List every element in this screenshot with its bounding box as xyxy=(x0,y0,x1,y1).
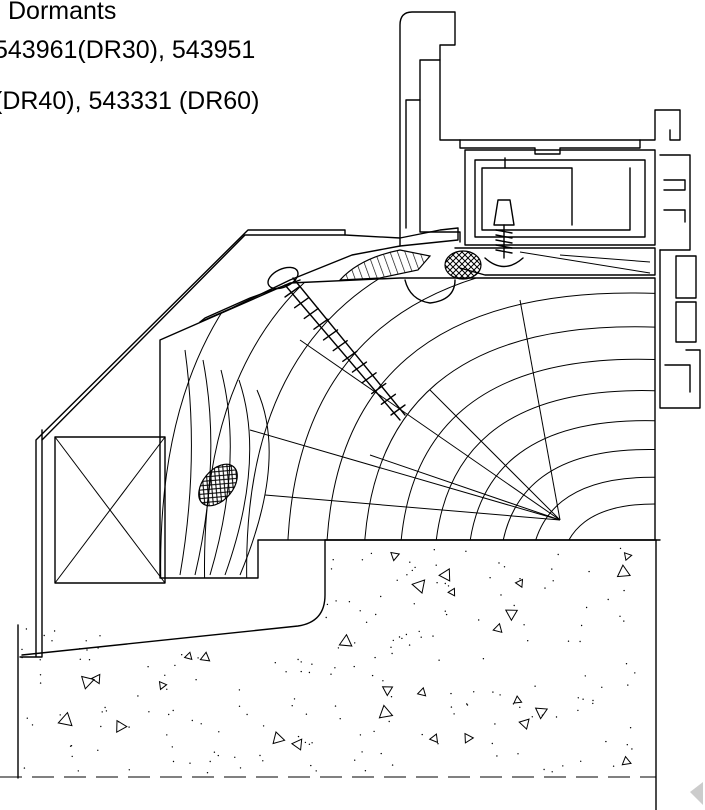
wedge-block xyxy=(54,436,166,584)
label-references-line1: 543961(DR30), 543951 xyxy=(0,36,256,64)
watermark-mark xyxy=(690,782,703,805)
concrete-base xyxy=(0,539,661,810)
fixing-screw-diagonal xyxy=(267,266,406,421)
label-dormants: Dormants xyxy=(8,0,117,25)
timber-sill xyxy=(159,277,656,579)
fixing-screw-vertical xyxy=(484,199,524,268)
aluminium-trim xyxy=(19,227,459,658)
concrete-aggregate xyxy=(21,547,636,774)
frame-profile xyxy=(399,11,701,409)
label-references-line2: (DR40), 543331 (DR60) xyxy=(0,87,260,115)
gasket-seal xyxy=(198,249,482,507)
wood-grain xyxy=(160,278,655,578)
